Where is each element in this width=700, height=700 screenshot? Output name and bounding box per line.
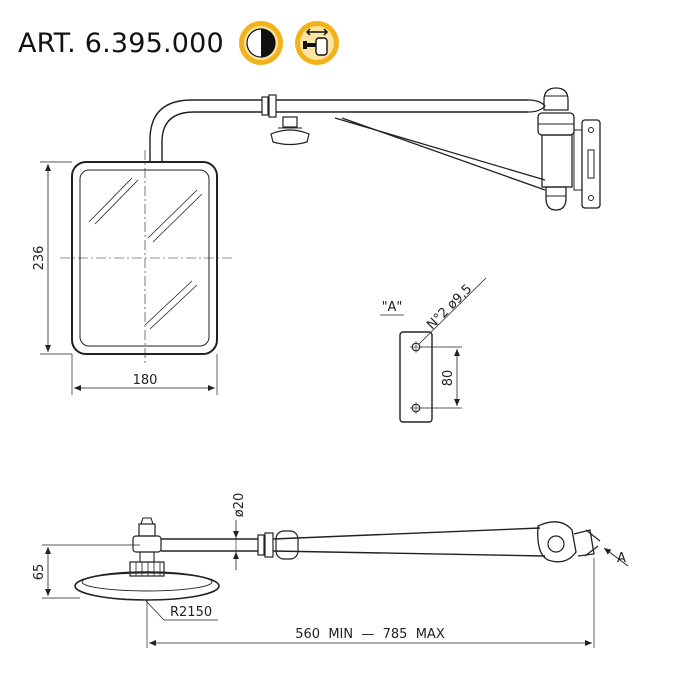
- arm-length-label: 560 MIN — 785 MAX: [295, 627, 445, 642]
- view-arrow-a-label: A: [617, 551, 626, 566]
- header: ART. 6.395.000: [18, 18, 340, 68]
- wall-bracket-top: [537, 87, 601, 211]
- dimension-profile-height: [42, 544, 140, 599]
- radius-label: R2150: [170, 605, 212, 620]
- holes-label: N°2 ø9,5: [424, 282, 475, 333]
- mirror-front-view: [60, 150, 232, 365]
- profile-height-label: 65: [32, 564, 47, 581]
- mounting-plate-view-a: [399, 277, 487, 423]
- dimension-mirror-width: [71, 354, 218, 395]
- dimension-arm-length: [146, 558, 595, 648]
- article-title: ART. 6.395.000: [18, 27, 224, 59]
- dimension-mirror-height: [40, 161, 72, 355]
- view-arrow-a: [603, 547, 629, 567]
- support-arm-top: [149, 94, 546, 191]
- view-a-label: "A": [382, 300, 403, 315]
- tube-diameter-label: ø20: [232, 493, 247, 518]
- hole-spacing-label: 80: [441, 370, 456, 387]
- dimension-radius: [145, 600, 218, 621]
- half-circle-icon: [238, 21, 283, 65]
- feature-badges: [238, 20, 340, 66]
- side-view: [74, 517, 601, 601]
- adjustable-mirror-icon: [294, 21, 339, 65]
- mirror-height-label: 236: [32, 246, 47, 271]
- mirror-width-label: 180: [133, 373, 158, 388]
